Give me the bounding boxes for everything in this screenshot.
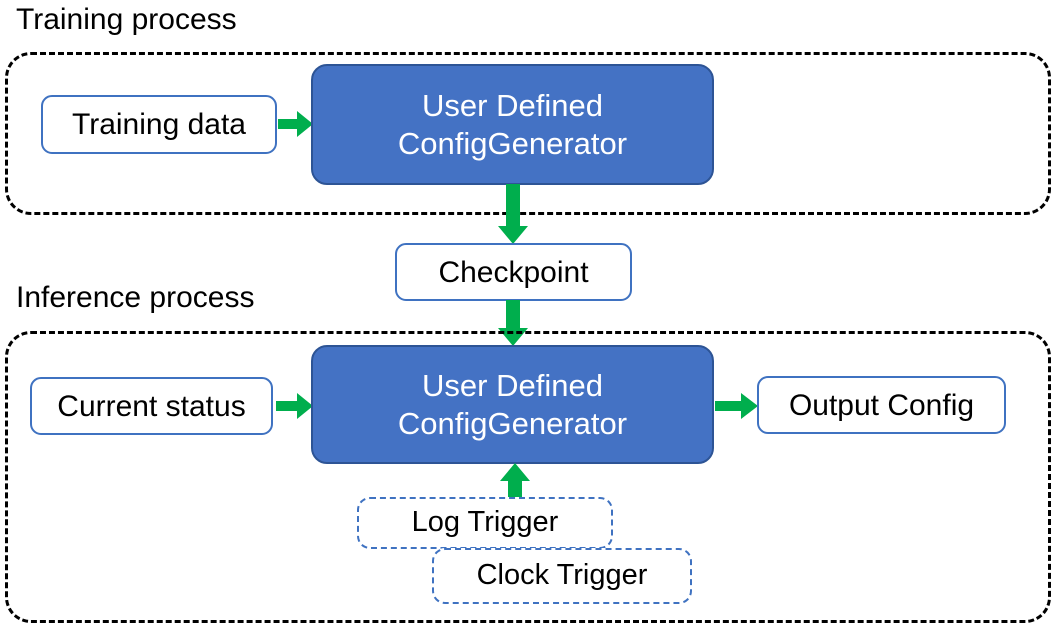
group-label-training-process: Training process [16,3,237,36]
node-log-trigger-label: Log Trigger [411,506,559,539]
node-output-config[interactable]: Output Config [757,376,1006,434]
node-config-generator-training[interactable]: User Defined ConfigGenerator [311,64,714,185]
group-label-inference-process: Inference process [16,281,255,314]
arrow-current-status-to-generator [276,390,314,422]
node-clock-trigger[interactable]: Clock Trigger [432,548,692,604]
node-current-status-label: Current status [57,389,246,423]
node-checkpoint-label: Checkpoint [438,255,589,289]
node-config-generator-inference[interactable]: User Defined ConfigGenerator [311,345,714,464]
node-output-config-label: Output Config [788,388,975,422]
node-checkpoint[interactable]: Checkpoint [395,243,632,301]
group-container-training-process [5,52,1051,215]
node-current-status[interactable]: Current status [30,377,273,435]
group-container-inference-process [5,331,1051,623]
arrow-checkpoint-to-generator [495,300,531,348]
node-log-trigger[interactable]: Log Trigger [357,497,613,549]
node-config-generator-training-line1: User Defined [422,87,603,123]
node-clock-trigger-label: Clock Trigger [476,559,648,592]
node-config-generator-training-line2: ConfigGenerator [397,125,628,161]
arrow-generator-to-output-config [715,390,759,422]
arrow-generator-to-checkpoint [495,184,531,246]
node-config-generator-inference-line2: ConfigGenerator [397,405,628,441]
node-training-data-label: Training data [72,108,246,141]
arrow-triggers-to-generator [497,463,533,503]
node-config-generator-inference-line1: User Defined [422,367,603,403]
arrow-training-data-to-generator [278,108,314,140]
node-training-data[interactable]: Training data [41,95,277,154]
